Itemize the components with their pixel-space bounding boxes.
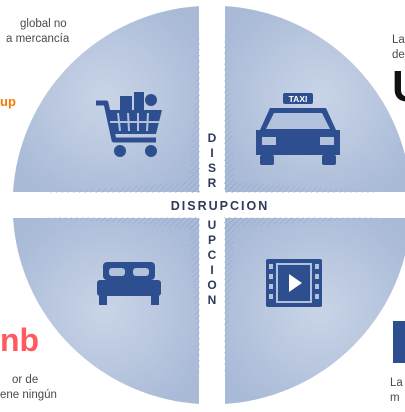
- vertical-letter: O: [207, 278, 217, 292]
- bottom-right-caption: La m: [390, 376, 403, 406]
- top-left-brand: up: [0, 94, 16, 109]
- netflix-logo: [393, 321, 405, 363]
- caption-line: m: [390, 392, 400, 404]
- vertical-letter: I: [210, 146, 214, 160]
- quadrant-top-right: [223, 3, 405, 194]
- vertical-letter: S: [207, 161, 216, 175]
- vertical-letter: N: [207, 293, 217, 307]
- caption-line: global no: [20, 18, 67, 30]
- caption-line: or de: [12, 374, 39, 386]
- vertical-letter: P: [207, 233, 216, 247]
- bed-icon: [97, 262, 161, 305]
- taxi-icon: TAXI: [256, 93, 340, 165]
- vertical-letter: C: [207, 248, 217, 262]
- quadrant-bottom-left: [10, 216, 201, 407]
- video-film-icon: [266, 259, 322, 307]
- shopping-cart-icon: [96, 92, 162, 157]
- caption-line: a mercancía: [6, 33, 70, 45]
- vertical-letter: D: [207, 131, 217, 145]
- vertical-letter: I: [210, 263, 214, 277]
- uber-logo: U: [392, 62, 405, 112]
- caption-line: ene ningún: [0, 389, 57, 401]
- taxi-label: TAXI: [289, 94, 308, 104]
- disruption-label-horizontal: DISRUPCION: [170, 199, 270, 213]
- caption-line: La: [392, 34, 405, 46]
- quadrant-bottom-right: [223, 216, 405, 407]
- bottom-left-caption: or de ene ningún: [0, 373, 57, 403]
- quadrant-top-left: [10, 3, 201, 194]
- vertical-letter: R: [207, 176, 217, 190]
- top-left-caption: global no a mercancía: [0, 17, 69, 47]
- vertical-letter: U: [207, 218, 217, 232]
- caption-line: de: [392, 49, 405, 61]
- top-right-caption: La de: [392, 33, 405, 63]
- caption-line: La: [390, 377, 403, 389]
- airbnb-logo: nb: [0, 322, 40, 358]
